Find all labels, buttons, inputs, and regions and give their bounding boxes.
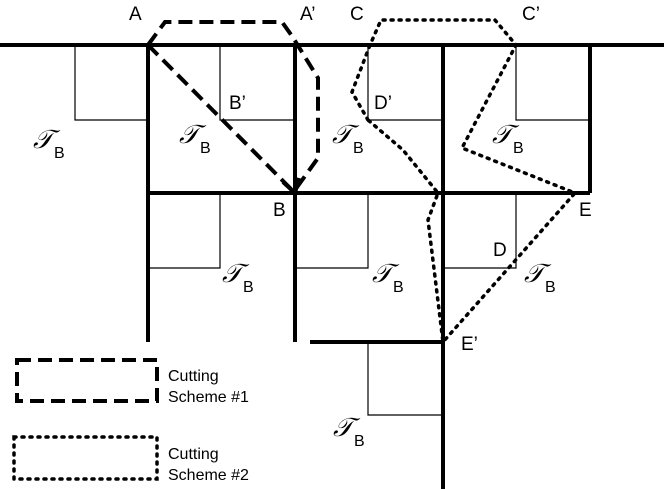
tree-label: 𝒯 B <box>179 120 211 157</box>
legend-item-scheme-1: Cutting Scheme #1 <box>15 358 249 406</box>
thin-corner <box>367 342 443 416</box>
dotted-swatch-icon <box>12 435 159 481</box>
legend-scheme2-line2: Scheme #2 <box>168 467 249 484</box>
svg-text:B: B <box>54 145 65 162</box>
arrow-head-icon <box>281 177 301 197</box>
thin-corner <box>74 45 148 121</box>
thin-corner <box>443 193 517 269</box>
svg-text:B: B <box>354 433 365 450</box>
point-label-a-prime: A’ <box>300 4 315 25</box>
tree-label: 𝒯 B <box>372 259 404 296</box>
point-label-e-prime: E’ <box>461 334 478 355</box>
point-labels: A A’ C C’ B’ D’ B E D E’ <box>129 4 592 355</box>
tree-label: 𝒯 B <box>222 259 254 296</box>
thin-corner <box>515 45 590 121</box>
scheme1-outer-path <box>146 20 320 192</box>
legend-scheme2-line1: Cutting <box>168 446 219 463</box>
point-label-a: A <box>129 4 142 25</box>
tree-label: 𝒯 B <box>333 413 365 450</box>
scheme1-diagonal-path <box>146 43 294 192</box>
svg-text:B: B <box>393 279 404 296</box>
thick-structure-lines <box>0 43 664 489</box>
point-label-d: D <box>493 240 507 261</box>
svg-text:B: B <box>353 140 364 157</box>
point-label-b-prime: B’ <box>229 93 246 114</box>
tree-label: 𝒯 B <box>332 120 364 157</box>
dashed-swatch-icon <box>15 358 159 403</box>
thin-corner <box>219 45 295 121</box>
thin-corner <box>295 193 369 269</box>
point-label-b: B <box>273 200 286 221</box>
legend: Cutting Scheme #1 Cutting Scheme #2 <box>12 358 249 484</box>
legend-scheme1-line2: Scheme #1 <box>168 389 249 406</box>
point-label-c-prime: C’ <box>522 4 540 25</box>
svg-text:B: B <box>545 279 556 296</box>
tree-label: 𝒯 B <box>33 125 65 162</box>
point-label-c: C <box>350 4 364 25</box>
tree-label: 𝒯 B <box>524 259 556 296</box>
point-label-d-prime: D’ <box>374 93 392 114</box>
svg-text:B: B <box>243 279 254 296</box>
legend-scheme1-line1: Cutting <box>168 368 219 385</box>
point-label-e: E <box>579 200 592 221</box>
scheme2-outline-path <box>350 18 578 347</box>
legend-item-scheme-2: Cutting Scheme #2 <box>12 435 249 484</box>
cutting-scheme-2-path <box>350 18 578 347</box>
svg-text:B: B <box>513 140 524 157</box>
thin-corner <box>148 193 221 269</box>
cutting-scheme-1-path <box>146 20 320 197</box>
svg-text:B: B <box>200 140 211 157</box>
tree-label: 𝒯 B <box>492 120 524 157</box>
